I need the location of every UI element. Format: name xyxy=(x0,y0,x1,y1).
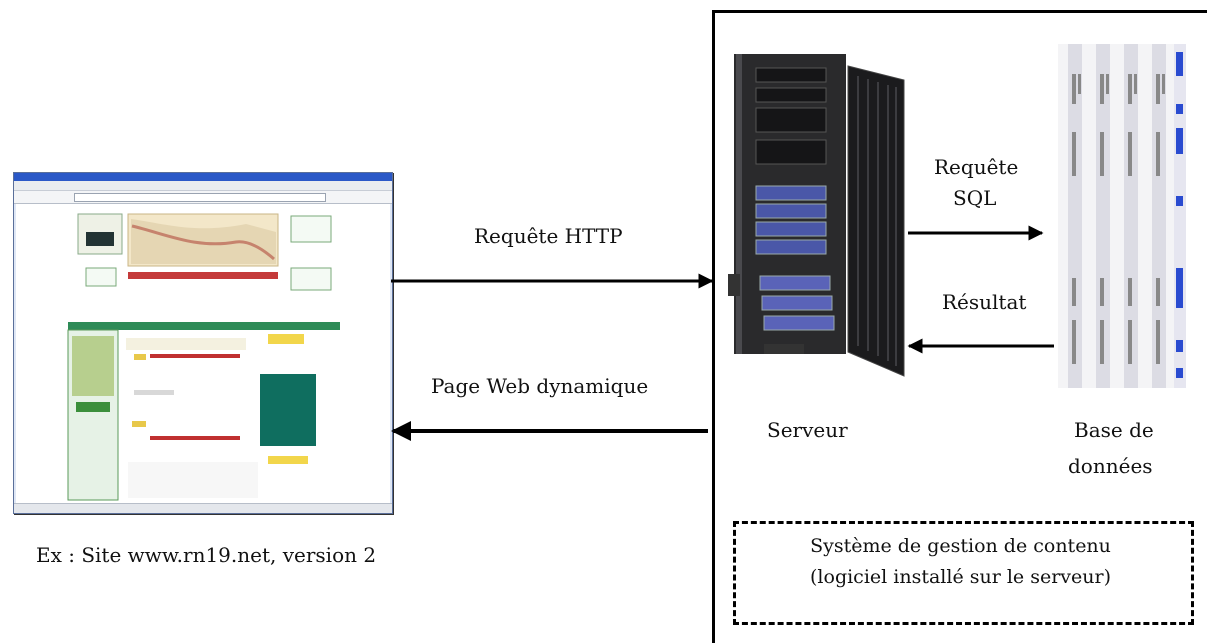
red-headline-2 xyxy=(150,436,240,440)
banner-menu xyxy=(128,272,278,279)
db-cell-text xyxy=(1072,74,1165,364)
database-label-2: données xyxy=(1068,454,1153,478)
yellow-tag-1 xyxy=(134,354,146,360)
server-foot-front xyxy=(764,344,804,354)
drive-bay-4 xyxy=(755,139,827,165)
browser-statusbar xyxy=(14,503,392,513)
paragraph-block xyxy=(128,462,258,498)
arrows-layer xyxy=(391,225,1054,441)
cms-line-2: (logiciel installé sur le serveur) xyxy=(810,566,1111,588)
server-edge xyxy=(736,54,742,354)
server-foot-left xyxy=(728,274,740,296)
cms-line-1: Système de gestion de contenu xyxy=(810,535,1111,557)
server-icon xyxy=(728,54,905,377)
yellow-box xyxy=(268,334,304,344)
db-header-cells xyxy=(1176,52,1183,378)
server-side-box xyxy=(712,10,1207,643)
web-page-label: Page Web dynamique xyxy=(431,374,649,398)
database-label-1: Base de xyxy=(1074,418,1154,442)
db-rows xyxy=(1068,44,1166,388)
sql-request-label-1: Requête xyxy=(934,155,1019,179)
server-label: Serveur xyxy=(767,418,848,442)
widget-left xyxy=(85,267,117,287)
teal-panel xyxy=(260,374,316,446)
web-page-content xyxy=(16,204,390,503)
door-vents xyxy=(857,76,897,366)
browser-menubar xyxy=(14,181,392,191)
hot-swap-drives xyxy=(755,185,835,331)
browser-caption: Ex : Site www.rn19.net, version 2 xyxy=(36,543,377,567)
red-headline-1 xyxy=(150,354,240,358)
sql-request-label-2: SQL xyxy=(953,186,997,210)
http-request-label: Requête HTTP xyxy=(474,224,623,248)
logo-mark xyxy=(86,232,114,246)
yellow-tag-2 xyxy=(132,421,146,427)
address-input xyxy=(74,193,326,202)
database-icon xyxy=(1058,44,1186,388)
drive-bay-3 xyxy=(755,107,827,133)
browser-address-bar xyxy=(14,191,392,204)
server-door xyxy=(847,65,905,377)
drive-bay-2 xyxy=(755,87,827,103)
web-page-illustration xyxy=(67,213,340,501)
yellow-box-2 xyxy=(268,456,308,464)
left-button xyxy=(76,402,110,412)
result-label: Résultat xyxy=(942,290,1027,314)
drive-bay-1 xyxy=(755,67,827,83)
cms-box xyxy=(733,521,1194,625)
widget-mid xyxy=(290,267,332,291)
content-block-1 xyxy=(126,338,246,350)
browser-titlebar xyxy=(14,173,392,181)
text-line xyxy=(134,390,174,395)
browser-screenshot xyxy=(13,172,393,514)
db-header-column xyxy=(1174,44,1186,388)
cms-label: Système de gestion de contenu (logiciel … xyxy=(733,531,1188,593)
widget-top xyxy=(290,215,332,243)
green-navbar xyxy=(68,322,340,330)
left-map xyxy=(72,336,114,396)
map-terrain xyxy=(131,219,276,264)
